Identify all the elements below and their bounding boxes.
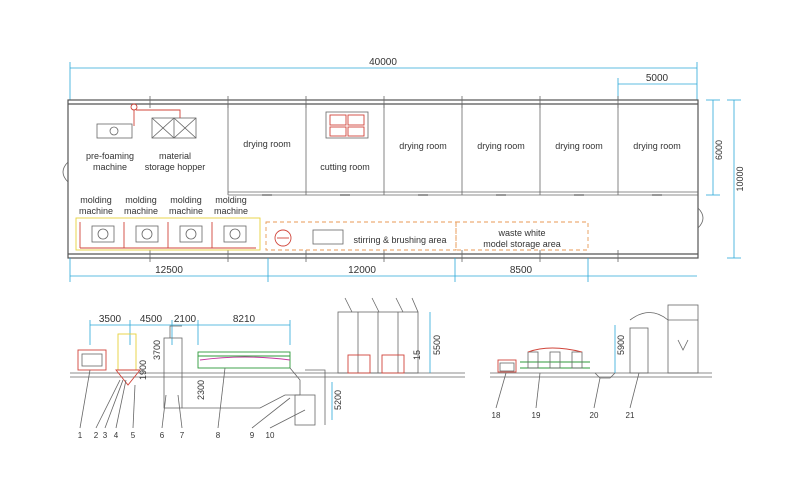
dim-8210-text: 8210 (233, 314, 256, 325)
callout-8: 8 (216, 431, 221, 440)
left-door (62, 161, 69, 183)
cutting-machine-symbol (325, 111, 369, 139)
elev-left-callouts: 1 2 3 4 5 6 7 8 9 10 (78, 367, 306, 440)
molding-3-label-2: machine (169, 206, 203, 216)
dim-bottom: 12500 12000 8500 (69, 258, 697, 282)
drying-room-3-label: drying room (477, 141, 525, 151)
molding-2-label-2: machine (124, 206, 158, 216)
hopper-symbol (136, 109, 197, 139)
elev-molding-machines (337, 297, 419, 374)
molding-4-label-1: molding (215, 195, 247, 205)
dim-bottom-right-text: 8500 (510, 265, 533, 276)
callout-2: 2 (94, 431, 99, 440)
elev-conveyor-dryer (197, 351, 301, 395)
waste-label-1: waste white (497, 228, 545, 238)
dim-2100-text: 2100 (174, 314, 197, 325)
dim-1900-text: 1900 (138, 360, 148, 380)
elev-pipe (182, 369, 326, 426)
molding-4-label-2: machine (214, 206, 248, 216)
prefoaming-label-2: machine (93, 162, 127, 172)
molding-2-label-1: molding (125, 195, 157, 205)
building-outline (67, 99, 699, 259)
molding-1-label-2: machine (79, 206, 113, 216)
dim-total-length-text: 40000 (369, 57, 397, 68)
dim-15-text: 15 (412, 350, 422, 360)
waste-label-2: model storage area (483, 239, 561, 249)
molding-3-label-1: molding (170, 195, 202, 205)
molding-machines (75, 217, 261, 251)
callout-7: 7 (180, 431, 185, 440)
cutting-room-label: cutting room (320, 162, 370, 172)
drying-room-4-label: drying room (555, 141, 603, 151)
dim-3700-text: 3700 (152, 340, 162, 360)
elevation-right: 5900 18 19 20 21 (490, 304, 712, 420)
callout-6: 6 (160, 431, 165, 440)
callout-10: 10 (266, 431, 275, 440)
callout-1: 1 (78, 431, 83, 440)
dim-5200: 5200 (331, 382, 343, 420)
dim-2300-text: 2300 (196, 380, 206, 400)
room-partitions (227, 104, 698, 196)
callout-21: 21 (626, 411, 635, 420)
elev-prefoamer (77, 349, 107, 371)
prefoaming-label-1: pre-foaming (86, 151, 134, 161)
elev-hopper-tower (115, 333, 141, 386)
hopper-label-1: material (159, 151, 191, 161)
plan-view: 40000 5000 (62, 57, 745, 282)
callout-9: 9 (250, 431, 255, 440)
callout-18: 18 (492, 411, 501, 420)
dim-total-length: 40000 (69, 57, 698, 100)
elev-right-callouts: 18 19 20 21 (492, 372, 640, 420)
dim-5500-text: 5500 (432, 335, 442, 355)
hopper-label-2: storage hopper (145, 162, 206, 172)
drying-room-5-label: drying room (633, 141, 681, 151)
dim-room-width: 5000 (617, 73, 697, 100)
elevation-left: 3500 4500 2100 8210 3700 1900 2300 5500 … (70, 297, 465, 440)
callout-5: 5 (131, 431, 136, 440)
stirring-area-label: stirring & brushing area (353, 235, 446, 245)
stirring-area (265, 221, 457, 251)
prefoaming-machine-symbol (96, 103, 138, 139)
dim-5500: 5500 (429, 312, 442, 373)
dim-total-width-text: 10000 (735, 166, 745, 191)
drying-room-1-label: drying room (243, 139, 291, 149)
dim-room-depth: 6000 (706, 99, 724, 196)
dim-5900-text: 5900 (616, 335, 626, 355)
dim-bottom-left-text: 12500 (155, 265, 183, 276)
dim-5200-text: 5200 (333, 390, 343, 410)
callout-20: 20 (590, 411, 599, 420)
elev-right-silos (520, 347, 590, 369)
dim-bottom-mid-text: 12000 (348, 265, 376, 276)
elev-top-dims: 3500 4500 2100 8210 (89, 314, 291, 345)
waste-storage-area (455, 221, 589, 251)
elev-elevator (163, 325, 183, 409)
dim-5900: 5900 (614, 325, 626, 373)
callout-4: 4 (114, 431, 119, 440)
elev-right-prefoamer (497, 359, 517, 373)
dim-room-width-text: 5000 (646, 73, 669, 84)
dim-room-depth-text: 6000 (714, 140, 724, 160)
callout-3: 3 (103, 431, 108, 440)
molding-1-label-1: molding (80, 195, 112, 205)
drying-room-2-label: drying room (399, 141, 447, 151)
callout-19: 19 (532, 411, 541, 420)
dim-3500-text: 3500 (99, 314, 122, 325)
dim-total-width: 10000 (727, 99, 745, 259)
right-door (697, 207, 704, 229)
elev-right-cyclone (594, 304, 699, 379)
dim-4500-text: 4500 (140, 314, 163, 325)
